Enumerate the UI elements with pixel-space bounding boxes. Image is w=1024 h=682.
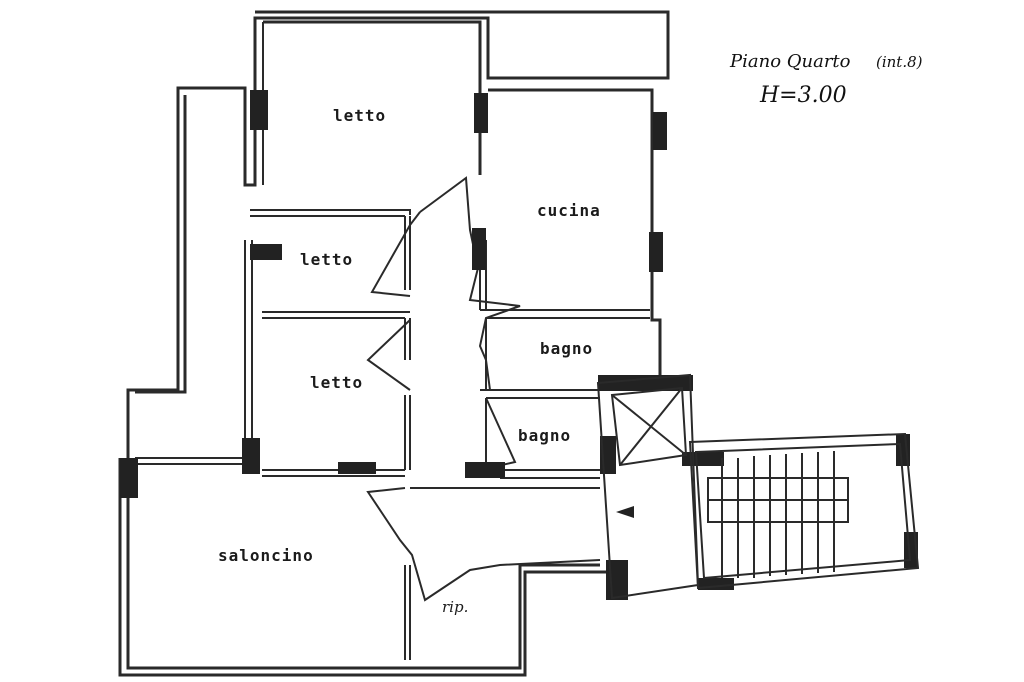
room-label-cucina: cucina: [537, 201, 601, 220]
room-labels: letto cucina letto bagno letto bagno sal…: [218, 106, 601, 616]
room-label-letto-1: letto: [333, 106, 386, 125]
unit-number: (int.8): [876, 53, 923, 71]
interior-walls: [135, 22, 650, 660]
room-label-bagno-2: bagno: [518, 426, 571, 445]
stair-core: [596, 373, 920, 600]
room-label-ripostiglio: rip.: [442, 598, 468, 616]
floor-header: Piano Quarto (int.8) H=3.00: [729, 51, 923, 108]
pillars: [120, 90, 918, 600]
floor-title: Piano Quarto: [729, 51, 851, 72]
room-label-bagno-1: bagno: [540, 339, 593, 358]
room-label-letto-3: letto: [310, 373, 363, 392]
room-label-saloncino: saloncino: [218, 546, 314, 565]
room-label-letto-2: letto: [300, 250, 353, 269]
ceiling-height: H=3.00: [759, 83, 847, 108]
